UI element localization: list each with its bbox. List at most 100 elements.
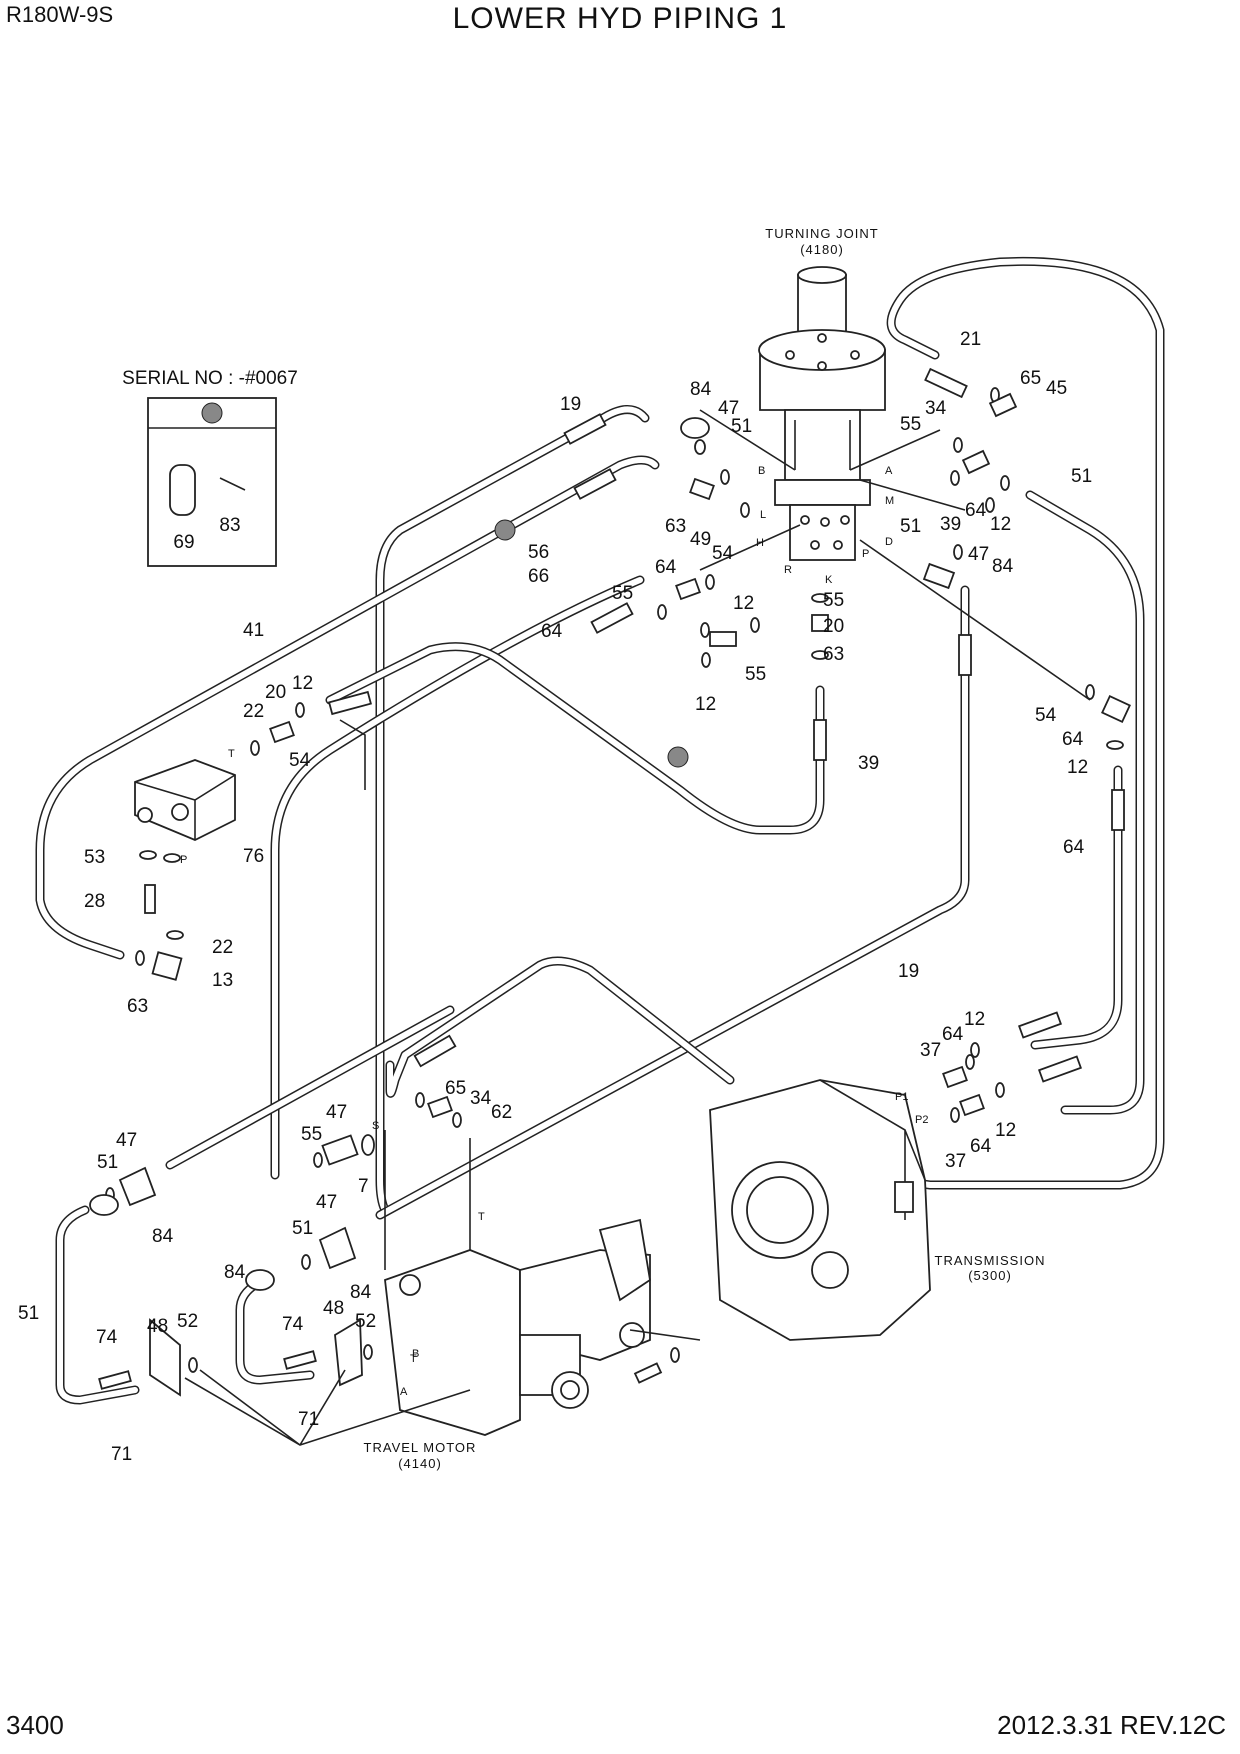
transmission-label: TRANSMISSION: [935, 1253, 1046, 1268]
callout-52b: 52: [355, 1311, 376, 1332]
callout-74: 74: [96, 1327, 118, 1348]
callout-85: 54: [289, 750, 311, 771]
port-a: A: [885, 465, 893, 477]
callout-14: 41: [243, 620, 264, 641]
callout-51c: 51: [97, 1152, 118, 1173]
hose-19-lower: [375, 585, 970, 1220]
callout-54c: 54: [1035, 705, 1057, 726]
callout-47d: 47: [316, 1192, 337, 1213]
serial-item-69: 69: [173, 532, 194, 553]
callout-19b: 19: [898, 961, 919, 982]
port-h: H: [756, 537, 764, 549]
port-m: M: [885, 495, 894, 507]
callout-66b: 55: [301, 1124, 322, 1145]
callout-76: 28: [84, 891, 105, 912]
turning-joint-label: TURNING JOINT: [765, 226, 878, 241]
port-motor-s: S: [372, 1120, 379, 1132]
callout-37: 64: [942, 1024, 964, 1045]
callout-20: 64: [541, 621, 563, 642]
hose-crimps: [328, 367, 1125, 1083]
callout-39b: 64: [1062, 729, 1084, 750]
port-l: L: [760, 509, 766, 521]
valve-block-5: [134, 759, 236, 841]
callout-19: 19: [560, 394, 581, 415]
callout-39: 64: [965, 500, 987, 521]
callout-6: 84: [224, 1262, 246, 1283]
callout-65b: 65: [445, 1078, 466, 1099]
callout-12: 51: [1071, 466, 1092, 487]
callout-48: 48: [147, 1316, 168, 1337]
callout-41b: 20: [265, 682, 286, 703]
callout-53b: 22: [212, 937, 233, 958]
hose-14: [35, 455, 660, 960]
port-b: B: [758, 465, 765, 477]
hose-14-cross: [270, 575, 645, 1180]
callout-66: 55: [612, 583, 633, 604]
callout-51d: 51: [292, 1218, 313, 1239]
callout-75b: 71: [298, 1409, 319, 1430]
callout-64: 12: [990, 514, 1011, 535]
page-number: 3400: [6, 1710, 64, 1740]
callout-54b: 39: [940, 514, 961, 535]
callout-42: 66: [528, 566, 549, 587]
model-number: R180W-9S: [6, 2, 114, 27]
hose-13: [1030, 765, 1123, 1050]
callout-64g: 12: [995, 1120, 1016, 1141]
callout-74b: 74: [282, 1314, 304, 1335]
callout-55: 55: [900, 414, 921, 435]
callout-51: 51: [731, 416, 752, 437]
callout-52: 52: [177, 1311, 198, 1332]
travel-motor-label: TRAVEL MOTOR: [364, 1440, 477, 1455]
callout-34b: 34: [470, 1088, 492, 1109]
hose-22: [325, 642, 825, 835]
callout-82: 62: [491, 1102, 512, 1123]
callout-37b: 64: [970, 1136, 992, 1157]
port-labels: B A M L H D R P K T P T S T B A P1 P2: [180, 465, 928, 1398]
port-k: K: [825, 574, 833, 586]
callout-64b: 12: [733, 593, 754, 614]
callout-47c: 47: [116, 1130, 137, 1151]
travel-motor-ref: (4140): [398, 1456, 442, 1471]
callout-28: 13: [212, 970, 233, 991]
callout-63: 63: [665, 516, 686, 537]
callouts: 21 65 45 34 55 84 47 51 19 63 49 54 39 6…: [18, 329, 1092, 1465]
callout-34: 34: [925, 398, 947, 419]
transmission-ref: (5300): [968, 1268, 1012, 1283]
port-motor-a: A: [400, 1386, 408, 1398]
callout-58b: 37: [945, 1151, 966, 1172]
callout-45: 45: [1046, 378, 1067, 399]
transmission: TRANSMISSION (5300): [709, 1079, 1046, 1341]
fittings: [89, 387, 1131, 1446]
callout-54: 54: [712, 543, 734, 564]
callout-49: 49: [690, 529, 711, 550]
callout-31: 47: [326, 1102, 347, 1123]
callout-55b: 55: [823, 590, 844, 611]
serial-box-title: SERIAL NO : -#0067: [122, 368, 298, 389]
port-r: R: [784, 564, 792, 576]
port-valve-p: P: [180, 854, 187, 866]
page-title: LOWER HYD PIPING 1: [452, 2, 788, 35]
callout-47: 47: [718, 398, 739, 419]
port-motor-t: T: [478, 1211, 485, 1223]
callout-41: 20: [823, 616, 844, 637]
port-d: D: [885, 536, 893, 548]
callout-5: 76: [243, 846, 264, 867]
callout-13: 64: [1063, 837, 1085, 858]
travel-motor: TRAVEL MOTOR (4140): [364, 1218, 651, 1471]
port-p2: P2: [915, 1114, 928, 1126]
hose-12-13: [1025, 490, 1145, 1115]
revision-date: 2012.3.31 REV.12C: [997, 1710, 1226, 1740]
port-p1: P1: [895, 1091, 908, 1103]
callout-84d: 84: [350, 1282, 372, 1303]
callout-64e: 12: [1067, 757, 1088, 778]
callout-65: 65: [1020, 368, 1041, 389]
hose-upper-motor: [385, 956, 735, 1098]
callout-22: 39: [858, 753, 879, 774]
callout-51b: 51: [900, 516, 921, 537]
serial-number-box: SERIAL NO : -#0067 69 83: [122, 368, 298, 567]
pipe-7: [55, 1205, 140, 1405]
turning-joint-ref: (4180): [800, 242, 844, 257]
turning-joint: TURNING JOINT (4180): [758, 226, 886, 561]
callout-77: 53: [84, 847, 105, 868]
